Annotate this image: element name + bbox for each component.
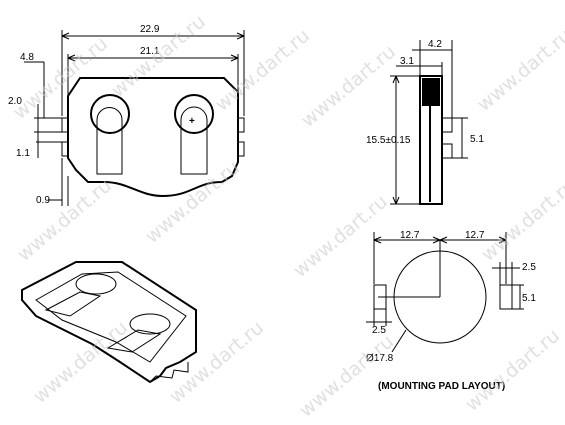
watermark-text: www.dart.ru	[13, 175, 116, 266]
right-tab-top	[237, 117, 245, 133]
dim-pad-center-left: 12.7	[400, 230, 420, 241]
side-pin-top	[441, 117, 453, 133]
watermark-text: www.dart.ru	[289, 191, 392, 282]
right-tab-bottom	[237, 141, 245, 157]
right-contact-tongue	[180, 106, 208, 175]
watermark-text: www.dart.ru	[473, 25, 565, 116]
side-cap	[422, 78, 440, 106]
pad-left	[373, 284, 387, 310]
dim-pin-pitch: 5.1	[470, 134, 484, 145]
pad-layout: 12.7 12.7 2.5 5.1 2.5 Ø17.8 (MOUNTING PA…	[366, 230, 536, 392]
dim-foot-offset: 0.9	[36, 195, 50, 206]
dim-total-thickness: 4.2	[428, 39, 442, 50]
watermark-text: www.dart.ru	[211, 25, 314, 116]
dim-tab-gap: 1.1	[16, 148, 30, 159]
dim-height: 15.5±0.15	[366, 135, 411, 146]
dim-tab-offset: 4.8	[20, 52, 34, 63]
pad-layout-caption: (MOUNTING PAD LAYOUT)	[378, 381, 505, 392]
dim-pad-height: 5.1	[522, 293, 536, 304]
dim-pad-width-right: 2.5	[522, 262, 536, 273]
watermark-text: www.dart.ru	[477, 175, 565, 266]
watermark-text: www.dart.ru	[141, 157, 244, 248]
left-contact-tongue	[96, 107, 123, 175]
iso-foot-tabs	[149, 362, 189, 383]
left-tab-bottom	[61, 141, 69, 157]
pad-right	[499, 284, 513, 310]
dim-pad-center-right: 12.7	[465, 230, 485, 241]
side-body	[419, 75, 443, 205]
watermark-text: www.dart.ru	[29, 317, 132, 408]
iso-right-contact	[106, 329, 162, 353]
holder-body-outline	[67, 77, 239, 198]
watermark-text: www.dart.ru	[295, 331, 398, 422]
dim-inner-width: 21.1	[140, 46, 160, 57]
watermark-text: www.dart.ru	[461, 325, 564, 416]
dim-cell-diameter: Ø17.8	[366, 353, 394, 364]
dim-tab-height: 2.0	[8, 96, 22, 107]
dim-overall-width: 22.9	[140, 24, 160, 35]
isometric-view	[21, 261, 197, 384]
left-tab-top	[61, 117, 69, 133]
left-contact-ring	[90, 94, 130, 134]
iso-left-opening	[75, 273, 117, 295]
watermark-text: www.dart.ru	[297, 41, 400, 132]
iso-left-contact	[44, 291, 102, 317]
iso-top-face	[35, 271, 187, 363]
iso-right-opening	[129, 313, 171, 335]
side-pin-bottom	[441, 143, 453, 159]
polarity-label: +	[189, 116, 195, 127]
side-view: 4.2 3.1 15.5±0.15 5.1	[366, 39, 484, 205]
dim-body-thickness: 3.1	[400, 56, 414, 67]
right-contact-ring	[174, 94, 214, 134]
dim-pad-width-left: 2.5	[372, 325, 386, 336]
top-view: + 22.9 21.1 4.8 2.0 1.1 0.9	[8, 24, 245, 206]
watermark-layer: www.dart.ru www.dart.ru www.dart.ru www.…	[9, 11, 565, 422]
